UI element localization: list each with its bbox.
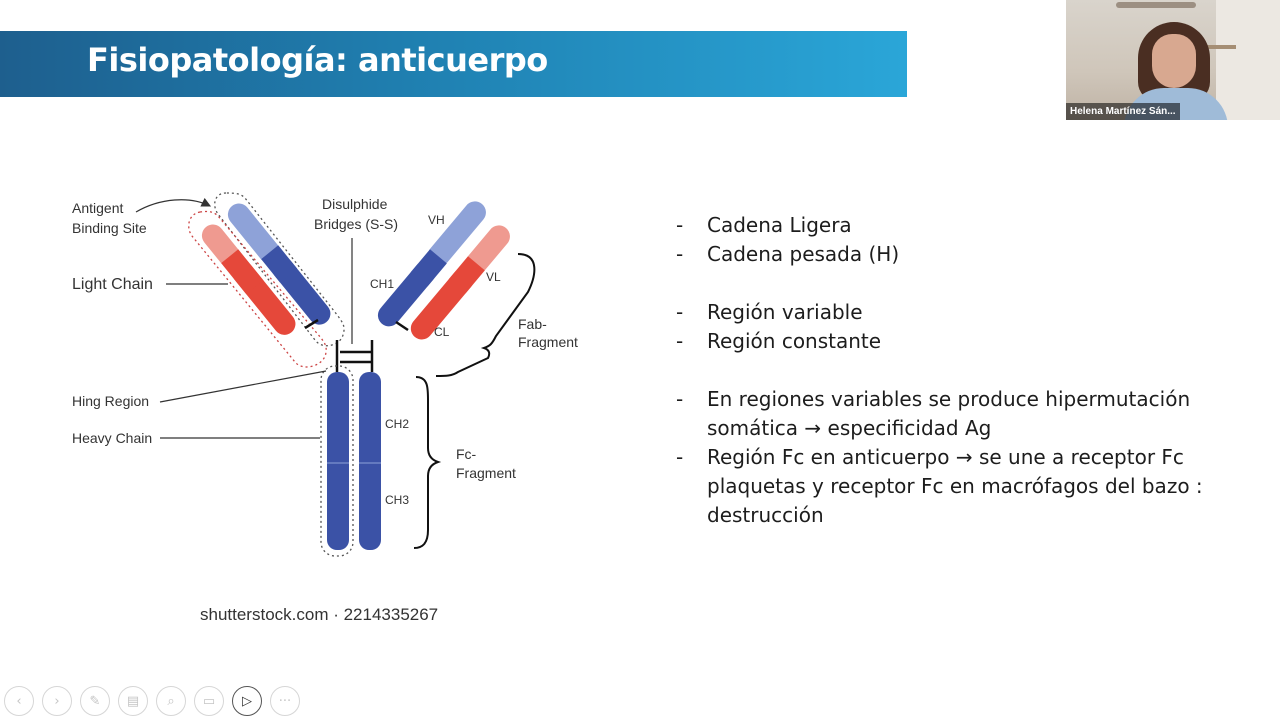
- label-hinge-region: Hing Region: [72, 393, 149, 409]
- disulphide-bridges: [304, 318, 409, 372]
- label-ch2: CH2: [385, 417, 409, 431]
- bullet-text: Región constante: [707, 329, 882, 353]
- bullet-text: Cadena pesada (H): [707, 242, 900, 266]
- video-background-shelf: [1196, 45, 1236, 49]
- bullet-text: Cadena Ligera: [707, 213, 852, 237]
- bullet-item: -Región constante: [676, 327, 1236, 356]
- label-vl: VL: [486, 270, 501, 284]
- slide-title: Fisiopatología: anticuerpo: [87, 41, 548, 79]
- label-heavy-chain: Heavy Chain: [72, 430, 152, 446]
- fc-bracket: [413, 376, 442, 549]
- video-background-fan: [1116, 2, 1196, 8]
- next-icon[interactable]: ›: [42, 686, 72, 716]
- label-vh: VH: [428, 213, 445, 227]
- slide-title-bar: [0, 31, 907, 97]
- label-fc-2: Fragment: [456, 465, 516, 481]
- right-light-chain: [410, 225, 510, 340]
- bullet-text: Región variable: [707, 300, 863, 324]
- label-disulphide-1: Disulphide: [322, 196, 388, 212]
- label-ch1: CH1: [370, 277, 394, 291]
- fab-bracket: [435, 253, 536, 377]
- bullet-list: -Cadena Ligera -Cadena pesada (H) -Regió…: [676, 211, 1236, 530]
- presentation-toolbar: ‹ › ✎ ▤ ⌕ ▭ ▷ ···: [4, 686, 300, 716]
- participant-face: [1152, 34, 1196, 88]
- camera-icon[interactable]: ▷: [232, 686, 262, 716]
- bullet-dash: -: [676, 300, 684, 324]
- label-fab-1: Fab-: [518, 316, 547, 332]
- bullet-item: -Región variable: [676, 298, 1236, 327]
- antibody-svg: Antigent Binding Site Disulphide Bridges…: [72, 192, 578, 624]
- label-disulphide-2: Bridges (S-S): [314, 216, 398, 232]
- left-arm-outline: [214, 192, 345, 347]
- bullet-dash: -: [676, 213, 684, 237]
- bullet-dash: -: [676, 445, 684, 469]
- leader-lines: [135, 197, 353, 439]
- subtitles-icon[interactable]: ▭: [194, 686, 224, 716]
- heavy-chain-stem: [327, 372, 381, 550]
- bullet-dash: -: [676, 387, 684, 411]
- bullet-dash: -: [676, 242, 684, 266]
- pen-icon[interactable]: ✎: [80, 686, 110, 716]
- more-icon[interactable]: ···: [270, 686, 300, 716]
- right-heavy-chain-arm: [377, 201, 486, 327]
- previous-icon[interactable]: ‹: [4, 686, 34, 716]
- label-antigen-binding-site-1: Antigent: [72, 200, 123, 216]
- left-heavy-chain-arm: [227, 203, 331, 325]
- label-antigen-binding-site-2: Binding Site: [72, 220, 147, 236]
- participant-video[interactable]: Helena Martínez Sán...: [1066, 0, 1280, 120]
- bullet-dash: -: [676, 329, 684, 353]
- label-light-chain: Light Chain: [72, 276, 153, 293]
- label-cl: CL: [434, 325, 450, 339]
- video-background: [1216, 0, 1280, 120]
- bullet-item: -Región Fc en anticuerpo → se une a rece…: [676, 443, 1236, 530]
- label-fc-1: Fc-: [456, 446, 477, 462]
- heavy-chain-outline: [320, 365, 354, 557]
- left-light-chain: [201, 224, 296, 335]
- slides-icon[interactable]: ▤: [118, 686, 148, 716]
- participant-name: Helena Martínez Sán...: [1066, 103, 1180, 120]
- bullet-item: -En regiones variables se produce hiperm…: [676, 385, 1236, 443]
- zoom-icon[interactable]: ⌕: [156, 686, 186, 716]
- bullet-text: En regiones variables se produce hipermu…: [707, 387, 1191, 440]
- bullet-item: -Cadena pesada (H): [676, 240, 1236, 269]
- label-ch3: CH3: [385, 493, 409, 507]
- bullet-text: Región Fc en anticuerpo → se une a recep…: [707, 445, 1203, 527]
- watermark: shutterstock.com · 2214335267: [200, 605, 438, 624]
- bullet-item: -Cadena Ligera: [676, 211, 1236, 240]
- label-fab-2: Fragment: [518, 334, 578, 350]
- antibody-diagram: Antigent Binding Site Disulphide Bridges…: [0, 170, 700, 650]
